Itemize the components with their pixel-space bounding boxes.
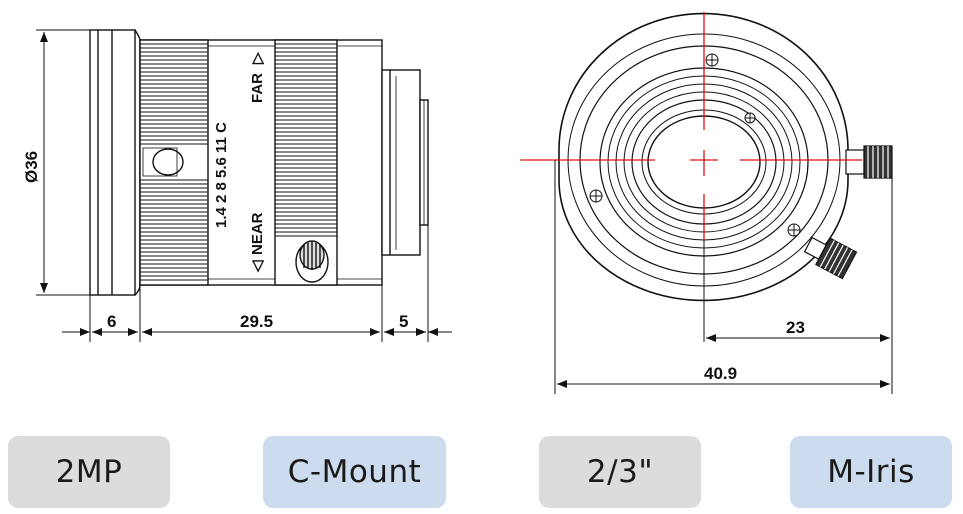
dim-mount-length: 5 — [399, 312, 408, 331]
spec-badge-iris: M-Iris — [790, 436, 952, 508]
side-dimensions — [36, 29, 452, 342]
locking-screw-icon — [295, 240, 329, 283]
knob-right-icon — [845, 145, 893, 179]
spec-badge-sensor: 2/3" — [539, 436, 701, 508]
screw-icon — [589, 189, 603, 203]
dim-barrel-length: 29.5 — [240, 312, 273, 331]
spec-badge-resolution: 2MP — [8, 436, 170, 508]
badge-label: 2MP — [55, 454, 123, 490]
diameter-label: Ø36 — [22, 151, 41, 183]
front-dimensions — [554, 160, 893, 394]
dim-radius: 23 — [786, 318, 805, 337]
center-lines — [520, 12, 862, 240]
dim-front-length: 6 — [107, 312, 116, 331]
lock-hole-icon — [152, 148, 184, 176]
screw-icon — [744, 112, 756, 124]
spec-badge-mount: C-Mount — [263, 436, 446, 508]
screw-icon — [705, 53, 719, 67]
screw-icon — [787, 223, 801, 237]
dim-width: 40.9 — [704, 364, 737, 383]
lens-drawing: 1.4 2 8 5.6 11 C FAR ▷ NEAR ◁ Ø36 6 29.5… — [22, 12, 893, 394]
badge-label: C-Mount — [287, 454, 422, 490]
near-arrow-icon: ◁ — [249, 260, 266, 273]
c-mount-thread — [381, 69, 421, 256]
badge-label: M-Iris — [827, 454, 915, 490]
front-view — [558, 12, 893, 302]
side-view — [89, 29, 429, 296]
aperture-scale: 1.4 2 8 5.6 11 C — [213, 122, 230, 228]
badge-label: 2/3" — [586, 454, 654, 490]
knob-lower-icon — [803, 236, 858, 280]
near-label: NEAR — [249, 212, 266, 255]
far-label: FAR — [249, 73, 266, 103]
far-arrow-icon: ▷ — [249, 51, 266, 65]
engravings: 1.4 2 8 5.6 11 C FAR ▷ NEAR ◁ — [213, 51, 266, 273]
